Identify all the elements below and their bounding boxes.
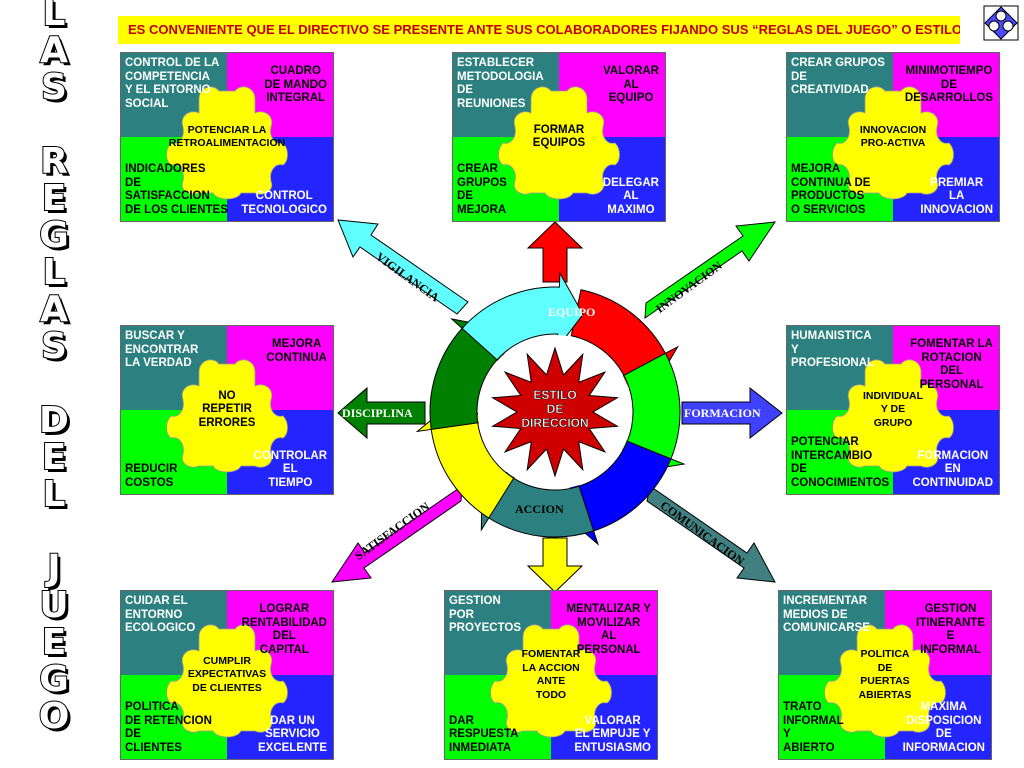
puzzle-text-br: DAR UN SERVICIO EXCELENTE [257, 714, 327, 754]
puzzle-center-piece [832, 359, 954, 473]
puzzle-text-tr: CUADRO DE MANDO INTEGRAL [264, 65, 327, 104]
puzzle-accion: GESTION POR PROYECTOS MENTALIZAR Y MOVILI… [444, 590, 658, 760]
title-letter: S [40, 326, 68, 367]
puzzle-center-piece [166, 359, 288, 473]
title-letter: L [42, 0, 67, 34]
puzzle-text-bl: TRATO INFORMAL Y ABIERTO [783, 701, 844, 754]
logo-icon [983, 5, 1019, 41]
arrow-label-formacion: FORMACION [684, 406, 761, 420]
arrow-label-satisfaccion: SATISFACCION [352, 499, 433, 563]
puzzle-text-bl: REDUCIR COSTOS [125, 463, 178, 489]
title-letter: A [39, 30, 69, 71]
puzzle-comunicacion: INCREMENTAR MEDIOS DE COMUNICARSE GESTION… [778, 590, 992, 760]
arrow-label-innovacion: INNOVACION [653, 258, 725, 316]
puzzle-text-bl: CREAR GRUPOS DE MEJORA [457, 163, 507, 216]
puzzle-text-center: INDIVIDUAL Y DE GRUPO [862, 389, 924, 429]
puzzle-text-center: FORMAR EQUIPOS [532, 123, 586, 150]
puzzle-center-piece [824, 624, 946, 738]
ring-label-equipo: EQUIPO [548, 305, 596, 319]
puzzle-text-tl: BUSCAR Y ENCONTRAR LA VERDAD [125, 330, 199, 369]
ring-label-accion: ACCION [515, 502, 564, 516]
title-letter: R [39, 141, 69, 182]
puzzle-text-br: MAXIMA DISPOSICION DE INFORMACION [902, 701, 985, 754]
puzzle-text-br: DELEGAR AL MAXIMO [602, 176, 659, 216]
puzzle-text-bl: POTENCIAR INTERCAMBIO DE CONOCIMIENTOS [791, 436, 890, 489]
puzzle-text-center: POTENCIAR LA RETROALIMENTACION [168, 123, 286, 150]
puzzle-formacion: HUMANISTICA Y PROFESIONAL FOMENTAR LA ROT… [786, 325, 1000, 495]
puzzle-center-piece [166, 86, 288, 200]
puzzle-text-tr: GESTION ITINERANTE E INFORMAL [916, 603, 985, 656]
title-letter: E [41, 178, 68, 219]
puzzle-text-center: POLITICA DE PUERTAS ABIERTAS [858, 648, 912, 701]
puzzle-text-center: NO REPETIR ERRORES [198, 389, 256, 429]
arrow-label-comunicacion: COMUNICACION [657, 498, 747, 569]
title-letter: L [42, 252, 67, 293]
puzzle-text-center: CUMPLIR EXPECTATIVAS DE CLIENTES [187, 654, 267, 694]
ring-arrow-segment [429, 318, 509, 430]
puzzle-text-tr: MENTALIZAR Y MOVILIZAR AL PERSONAL [566, 603, 651, 656]
puzzle-center-piece [498, 86, 620, 200]
puzzle-text-tl: ESTABLECER METODOLOGIA DE REUNIONES [457, 57, 544, 110]
puzzle-text-br: CONTROL TECNOLOGICO [241, 190, 327, 216]
puzzle-disciplina: BUSCAR Y ENCONTRAR LA VERDAD MEJORA CONTI… [120, 325, 334, 495]
arrow-accion-down [526, 537, 584, 593]
puzzle-center-piece [832, 86, 954, 200]
puzzle-text-tr: MEJORA CONTINUA [266, 338, 327, 364]
title-letter: D [38, 400, 70, 441]
center-label: ESTILO DE DIRECCION [521, 388, 589, 430]
title-letter: G [38, 215, 70, 256]
arrow-label-vigilancia: VIGILANCIA [373, 249, 442, 305]
puzzle-text-center: FOMENTAR LA ACCION ANTE TODO [521, 648, 581, 701]
banner: ES CONVENIENTE QUE EL DIRECTIVO SE PRESE… [118, 16, 960, 44]
puzzle-text-tr: MINIMOTIEMPO DE DESARROLLOS [904, 65, 993, 104]
puzzle-text-br: FORMACION EN CONTINUIDAD [912, 449, 994, 489]
puzzle-text-bl: MEJORA CONTINUA DE PRODUCTOS O SERVICIOS [791, 163, 871, 216]
puzzle-text-tr: FOMENTAR LA ROTACION DEL PERSONAL [910, 338, 993, 391]
puzzle-satisfaccion: CUIDAR EL ENTORNO ECOLOGICO LOGRAR RENTAB… [120, 590, 334, 760]
title-letter: U [38, 585, 69, 626]
title-letter: O [38, 696, 71, 737]
puzzle-text-tr: VALORAR AL EQUIPO [602, 65, 659, 104]
title-letter: A [39, 289, 69, 330]
puzzle-text-bl: INDICADORES DE SATISFACCION DE LOS CLIEN… [125, 163, 228, 216]
puzzle-center-piece [490, 624, 612, 738]
puzzle-text-tr: LOGRAR RENTABILIDAD DEL CAPITAL [241, 603, 327, 656]
puzzle-innovacion: CREAR GRUPOS DE CREATIVIDAD MINIMOTIEMPO … [786, 52, 1000, 222]
title-letter: G [38, 659, 70, 700]
puzzle-text-tl: CONTROL DE LA COMPETENCIA Y EL ENTORNO S… [125, 57, 220, 110]
puzzle-equipo: ESTABLECER METODOLOGIA DE REUNIONES VALOR… [452, 52, 666, 222]
title-letter: L [42, 474, 67, 515]
title-letter: S [40, 67, 68, 108]
puzzle-text-tl: CREAR GRUPOS DE CREATIVIDAD [791, 57, 885, 96]
title-letter: J [46, 548, 61, 589]
puzzle-vigilancia: CONTROL DE LA COMPETENCIA Y EL ENTORNO S… [120, 52, 334, 222]
puzzle-text-br: VALORAR EL EMPUJE Y ENTUSIASMO [574, 714, 651, 754]
ring-arrow-segment [613, 352, 686, 473]
puzzle-text-tl: INCREMENTAR MEDIOS DE COMUNICARSE [783, 595, 870, 634]
title-letter: E [41, 437, 68, 478]
arrow-equipo-up [526, 221, 584, 283]
puzzle-text-tl: HUMANISTICA Y PROFESIONAL [791, 330, 875, 369]
puzzle-center-piece [166, 624, 288, 738]
title-letter: E [41, 622, 68, 663]
puzzle-text-tl: CUIDAR EL ENTORNO ECOLOGICO [125, 595, 196, 634]
ring-arrow-segment [561, 440, 672, 546]
puzzle-text-tl: GESTION POR PROYECTOS [449, 595, 521, 634]
puzzle-text-br: PREMIAR LA INNOVACION [920, 176, 993, 216]
puzzle-text-bl: DAR RESPUESTA INMEDIATA [449, 714, 519, 754]
puzzle-text-br: CONTROLAR EL TIEMPO [253, 449, 327, 489]
puzzle-text-center: INNOVACION PRO-ACTIVA [859, 123, 927, 150]
puzzle-text-bl: POLITICA DE RETENCION DE CLIENTES [125, 701, 212, 754]
arrow-label-disciplina: DISCIPLINA [342, 406, 413, 420]
